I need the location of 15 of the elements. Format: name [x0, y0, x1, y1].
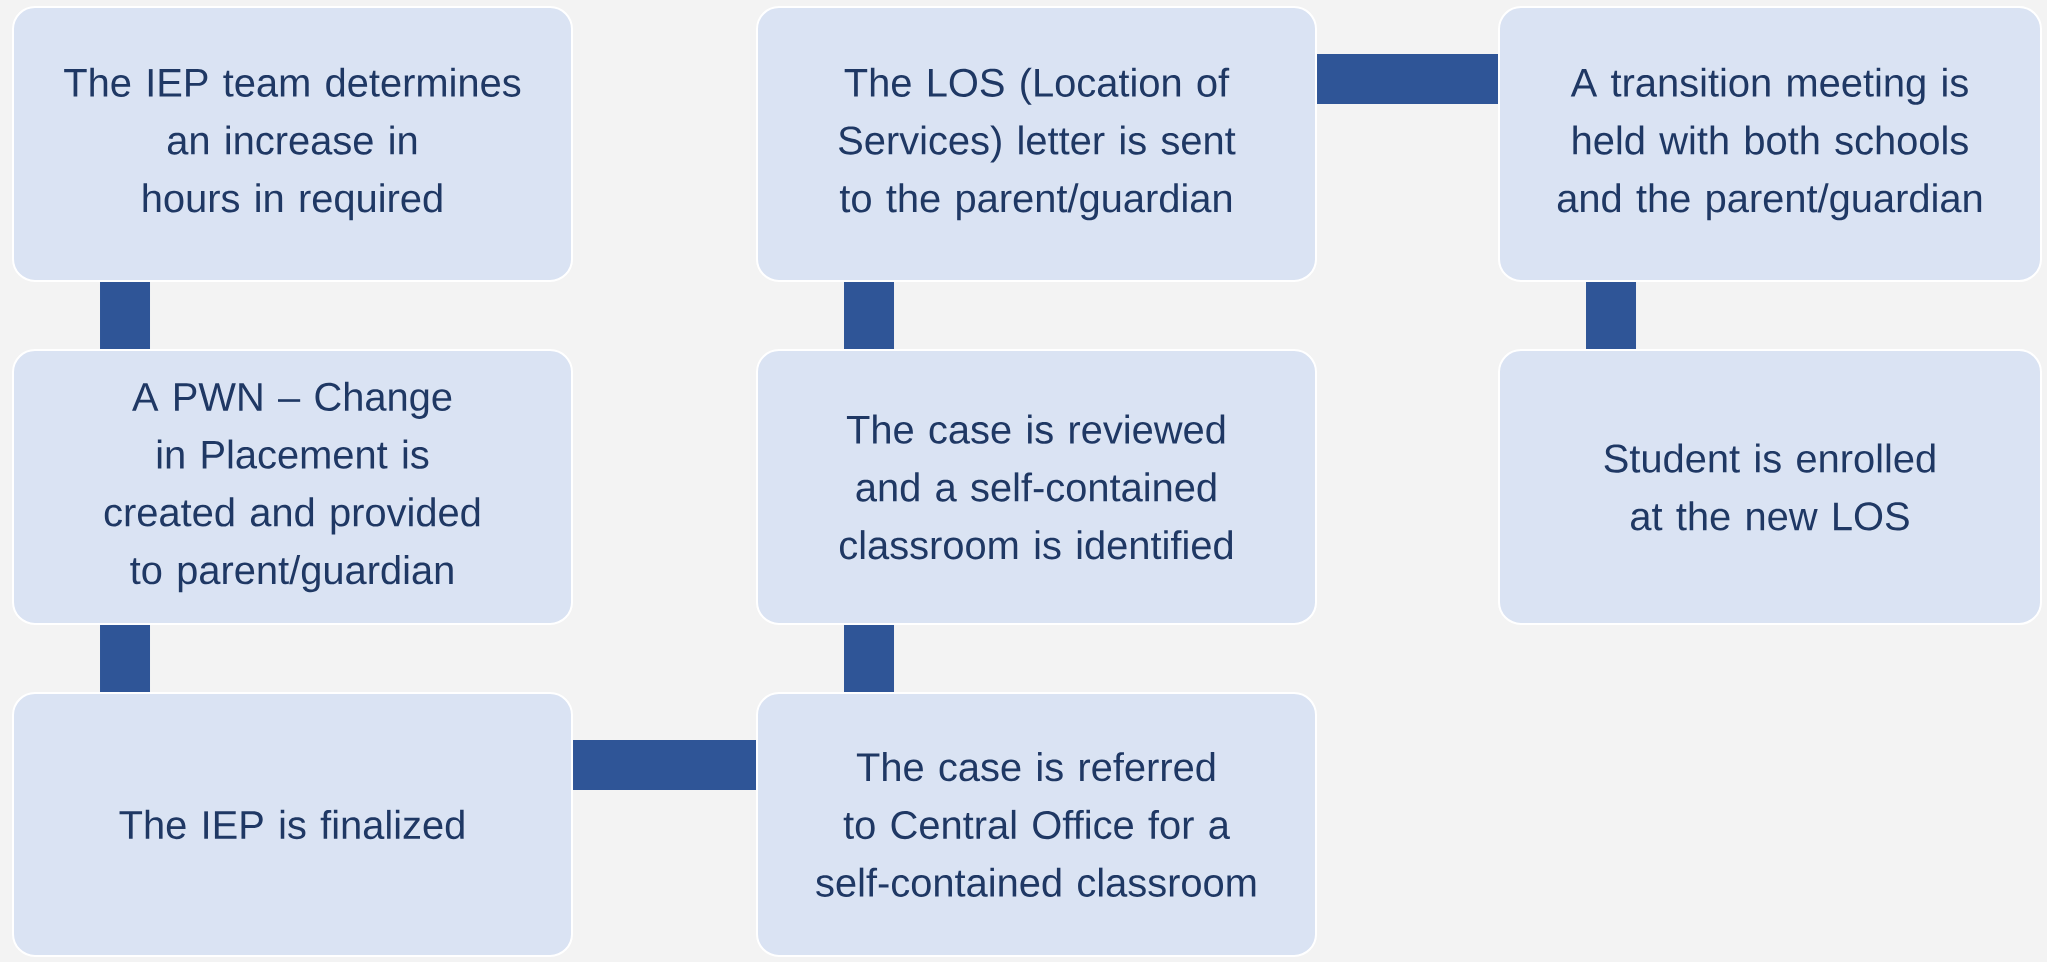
connector-bar	[100, 625, 150, 692]
process-box: The case is reviewed and a self-contained classroom is identified	[756, 349, 1317, 625]
process-box: The IEP team determines an increase in hours in required	[12, 6, 573, 282]
process-box: A PWN – Change in Placement is created and provided to parent/guardian	[12, 349, 573, 625]
connector-bar	[100, 282, 150, 349]
process-box: The LOS (Location of Services) letter is sent to the parent/guardian	[756, 6, 1317, 282]
process-box: Student is enrolled at the new LOS	[1498, 349, 2042, 625]
connector-bar	[844, 282, 894, 349]
connector-bar	[573, 740, 756, 790]
process-box: The case is referred to Central Office for a self-contained classroom	[756, 692, 1317, 957]
connector-bar	[1586, 282, 1636, 349]
connector-bar	[1317, 54, 1498, 104]
connector-bar	[844, 625, 894, 692]
process-box: A transition meeting is held with both schools and the parent/guardian	[1498, 6, 2042, 282]
process-box: The IEP is finalized	[12, 692, 573, 957]
